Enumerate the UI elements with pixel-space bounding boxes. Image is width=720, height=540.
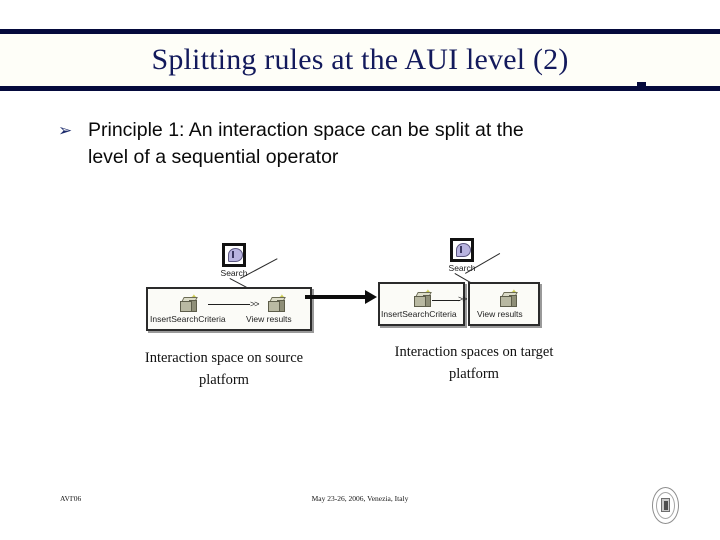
target-sequence-operator: >> [458,294,467,304]
bullet-line-1: Principle 1: An interaction space can be… [88,119,524,141]
source-task-1-label: InsertSearchCriteria [150,314,226,324]
target-search-icon [450,238,474,262]
seal-inner-ring [656,492,675,519]
diagram-area: Search ✦ InsertSearchCriteria >> ✦ View … [0,230,720,415]
transform-arrow-icon [365,290,377,304]
target-task-2-label: View results [477,309,523,319]
target-task-1-label: InsertSearchCriteria [381,309,457,319]
target-search-label: Search [448,263,476,273]
source-task-1-icon: ✦ [180,294,198,312]
caption-target-platform: Interaction spaces on target platform [394,344,554,382]
university-seal-logo [652,487,679,524]
footer-conference: AVI'06 [60,494,82,503]
search-bubble-icon [456,243,471,257]
bullet-text: Principle 1: An interaction space can be… [88,117,674,171]
source-task-2-icon: ✦ [268,294,286,312]
source-sequence-operator: >> [250,299,259,309]
target-task-2-icon: ✦ [500,289,518,307]
cube-front [414,296,426,307]
title-rule-bottom [0,86,720,91]
source-task-2-label: View results [246,314,292,324]
cube-front [180,301,192,312]
source-interaction-space-box [146,287,312,331]
caption-source-platform: Interaction space on source platform [144,350,304,388]
bullet-block: ➢ Principle 1: An interaction space can … [58,117,674,171]
title-band [0,34,720,86]
title-rule-tick [637,82,646,87]
seal-outer-ring [652,487,679,524]
arrow-bullet-icon: ➢ [58,121,73,141]
search-bubble-icon [228,248,243,262]
target-sequence-line-left [432,300,460,301]
source-search-label: Search [220,268,248,278]
target-task-1-icon: ✦ [414,289,432,307]
source-search-icon [222,243,246,267]
source-sequence-line [208,304,250,305]
title-rule-top [0,29,720,34]
transform-arrow-shaft [305,295,367,299]
page-title: Splitting rules at the AUI level (2) [151,43,569,76]
cube-front [268,301,280,312]
seal-crest [661,498,670,512]
cube-front [500,296,512,307]
bullet-line-2: level of a sequential operator [88,146,339,168]
footer-date-location: May 23-26, 2006, Venezia, Italy [311,494,409,503]
